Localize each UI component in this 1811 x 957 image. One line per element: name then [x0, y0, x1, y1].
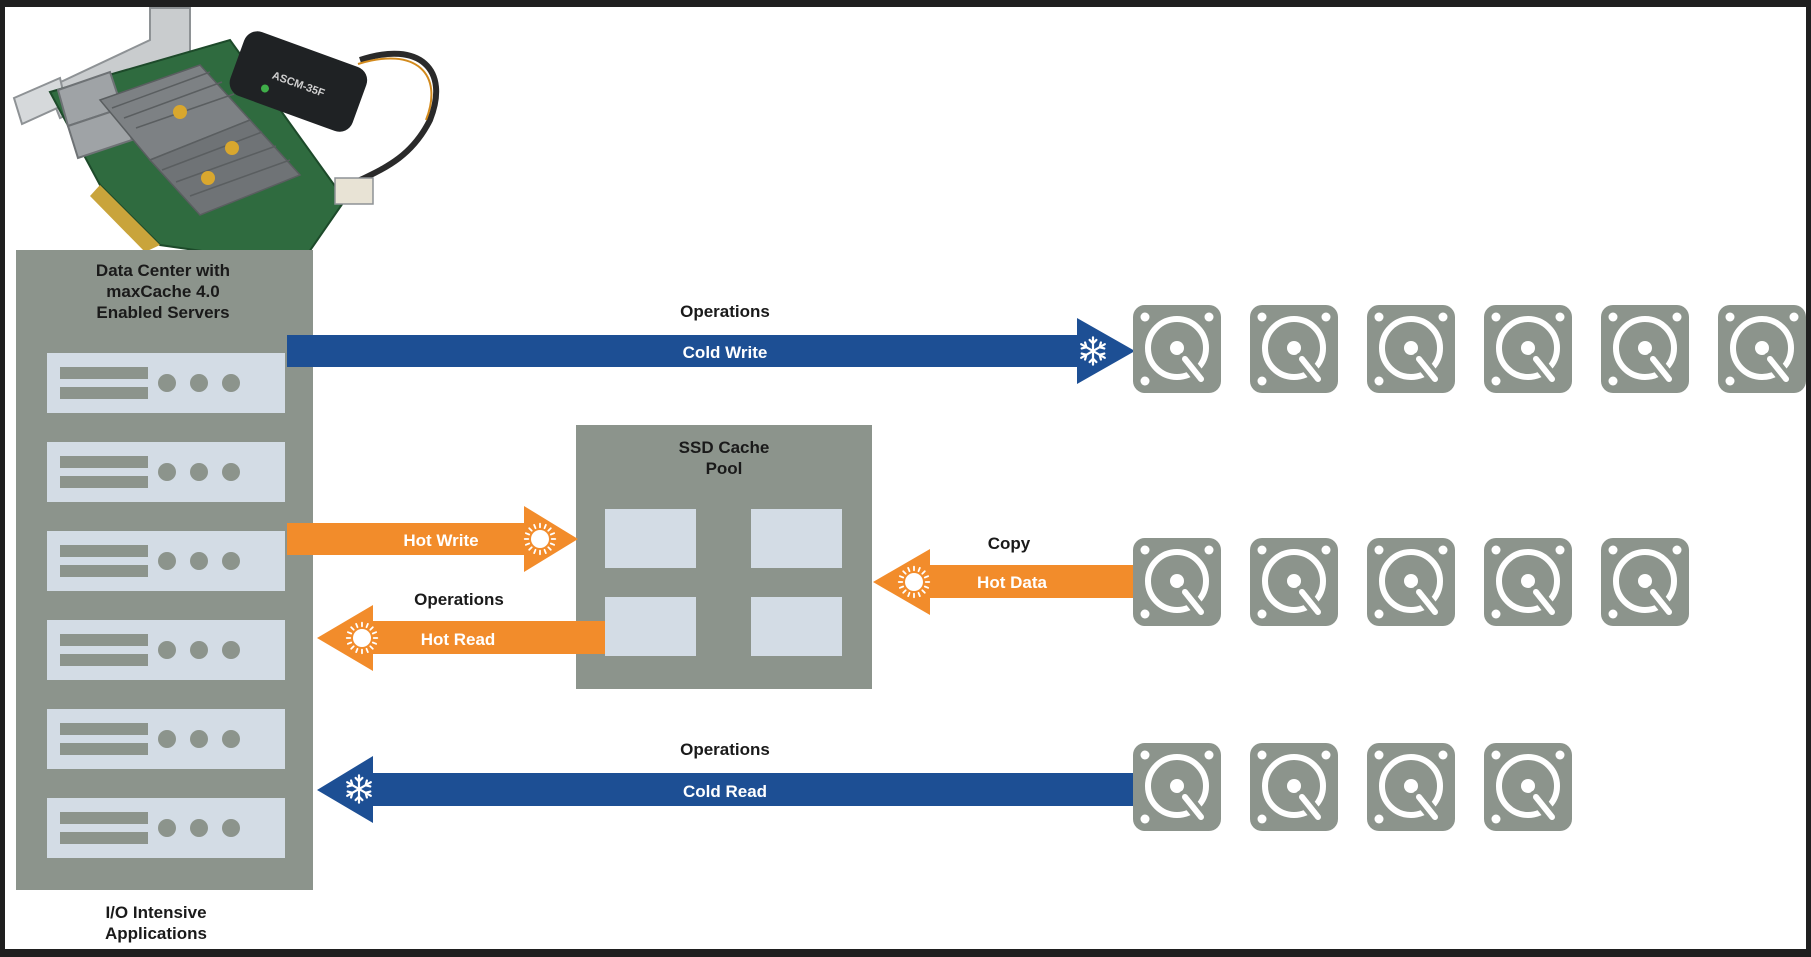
hot-read-caption: Operations	[414, 590, 504, 609]
server-caption-line-1: I/O Intensive	[105, 903, 206, 922]
hard-disk-icon	[1250, 743, 1338, 831]
hard-disk-icon	[1250, 305, 1338, 393]
server-unit	[47, 531, 285, 591]
cold-read-arrow: Operations Cold Read	[317, 740, 1135, 823]
hard-disk-icon	[1601, 305, 1689, 393]
hard-disk-icon	[1133, 743, 1221, 831]
copy-hot-data-arrow: Copy Hot Data	[873, 534, 1135, 615]
server-title-line-2: maxCache 4.0	[106, 282, 219, 301]
server-caption-line-2: Applications	[105, 924, 207, 943]
cache-slot	[605, 597, 696, 656]
cold-read-caption: Operations	[680, 740, 770, 759]
server-unit	[47, 442, 285, 502]
server-title-line-3: Enabled Servers	[96, 303, 229, 322]
hot-read-label: Hot Read	[421, 630, 496, 649]
cache-pool-title-line-1: SSD Cache	[679, 438, 770, 457]
cache-slot	[605, 509, 696, 568]
hard-disk-icon	[1718, 305, 1806, 393]
hot-read-arrow: Operations Hot Read	[317, 590, 605, 671]
hard-disk-icon	[1250, 538, 1338, 626]
hard-disk-icon	[1484, 538, 1572, 626]
server-unit	[47, 798, 285, 858]
server-title-line-1: Data Center with	[96, 261, 230, 280]
raid-adapter-card-image: ASCM-35F	[12, 7, 440, 267]
cache-slot	[751, 597, 842, 656]
disk-row-hot-data	[1133, 538, 1689, 626]
cold-write-label: Cold Write	[683, 343, 768, 362]
hot-write-label: Hot Write	[403, 531, 478, 550]
server-panel-title: Data Center with maxCache 4.0 Enabled Se…	[96, 261, 230, 322]
hot-data-label: Hot Data	[977, 573, 1047, 592]
copy-caption: Copy	[988, 534, 1031, 553]
cold-write-arrow: Operations Cold Write	[287, 302, 1135, 384]
hard-disk-icon	[1484, 743, 1572, 831]
cold-read-label: Cold Read	[683, 782, 767, 801]
hard-disk-icon	[1484, 305, 1572, 393]
hot-write-arrow: Hot Write	[287, 506, 578, 572]
hard-disk-icon	[1367, 538, 1455, 626]
cold-write-caption: Operations	[680, 302, 770, 321]
hard-disk-icon	[1367, 305, 1455, 393]
cache-pool-title-line-2: Pool	[706, 459, 743, 478]
server-unit	[47, 620, 285, 680]
hard-disk-icon	[1601, 538, 1689, 626]
server-unit	[47, 353, 285, 413]
hard-disk-icon	[1133, 305, 1221, 393]
cache-slot	[751, 509, 842, 568]
server-unit	[47, 709, 285, 769]
hard-disk-icon	[1133, 538, 1221, 626]
hard-disk-icon	[1367, 743, 1455, 831]
